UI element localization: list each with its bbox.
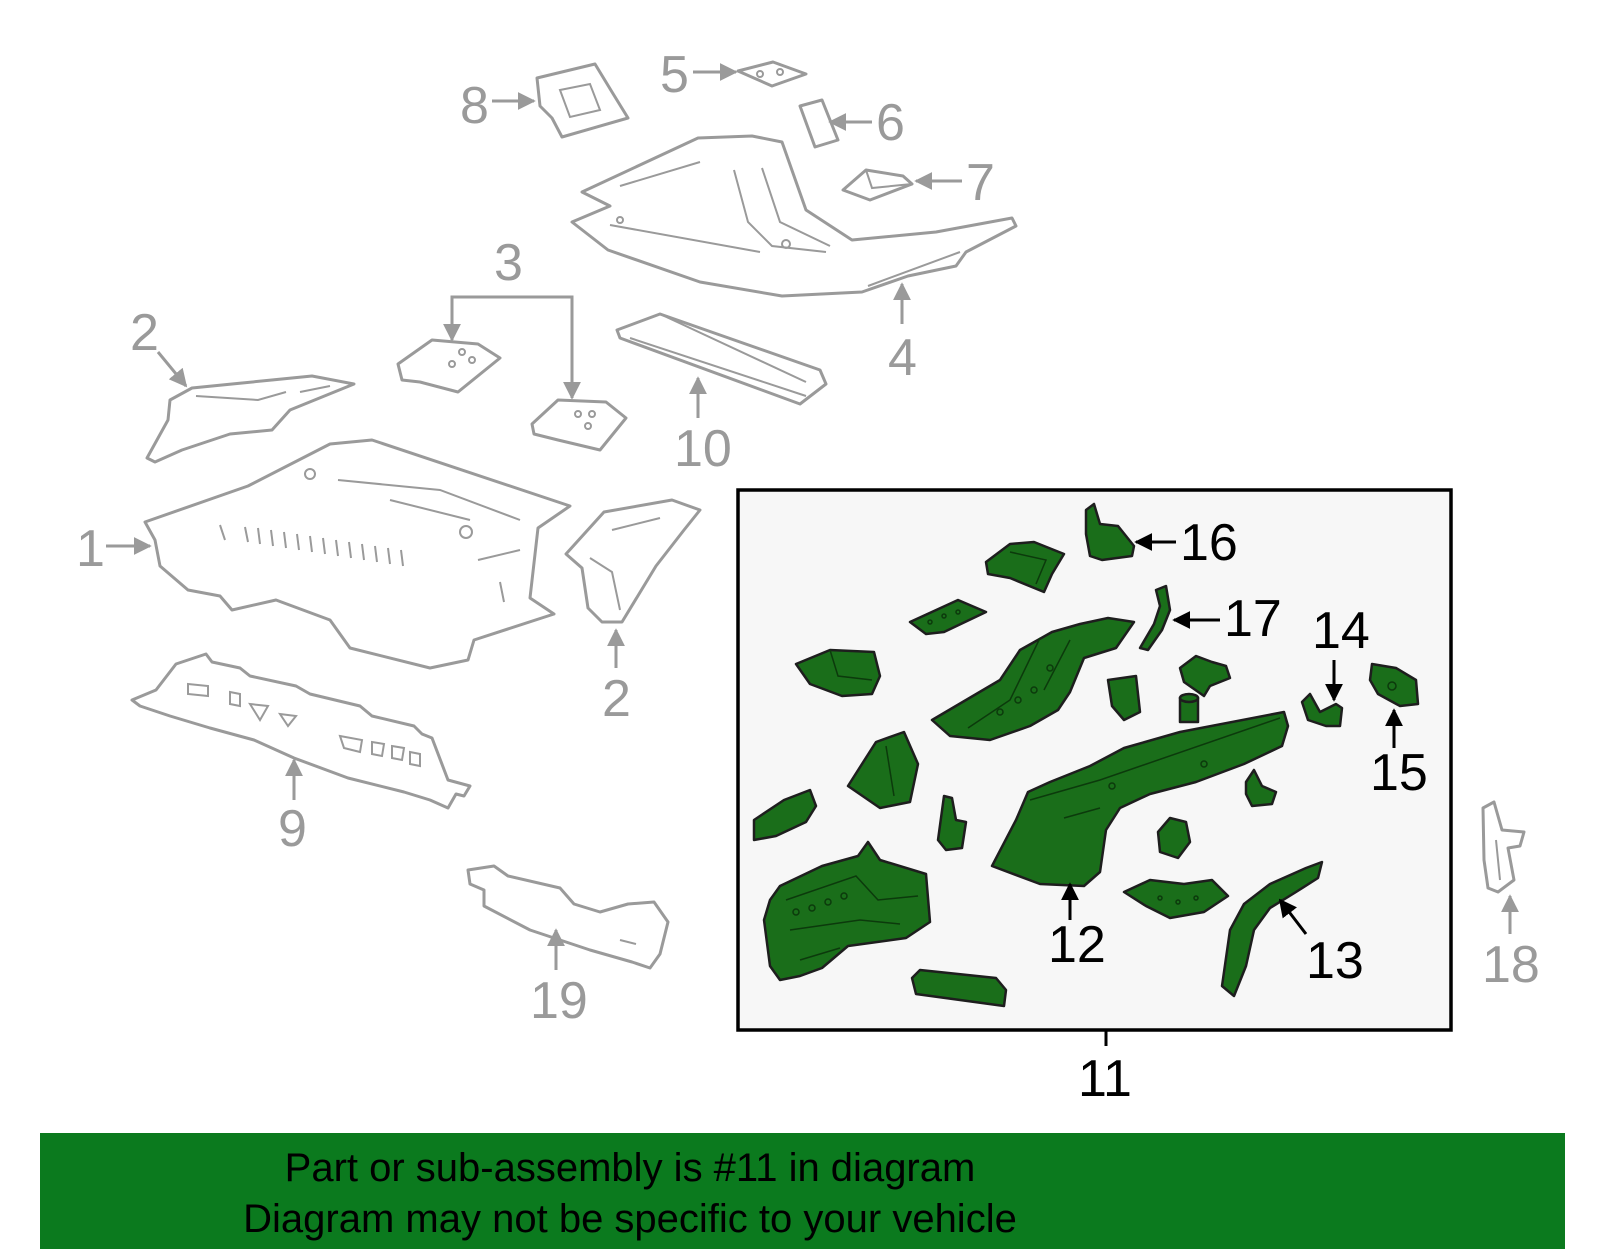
part-3-bracket-left[interactable] bbox=[396, 338, 502, 394]
part-9-rear-end-panel[interactable] bbox=[130, 652, 472, 810]
callout-12: 12 bbox=[1048, 882, 1106, 974]
part-12-rear-rail[interactable] bbox=[990, 710, 1290, 888]
cylinder-spacer[interactable] bbox=[1178, 692, 1200, 724]
callout-8: 8 bbox=[460, 77, 536, 135]
svg-text:12: 12 bbox=[1048, 916, 1106, 974]
svg-text:19: 19 bbox=[530, 972, 588, 1030]
svg-text:1: 1 bbox=[76, 520, 105, 578]
svg-text:4: 4 bbox=[888, 329, 917, 387]
part-3-bracket-right[interactable] bbox=[530, 398, 628, 452]
part-16-bracket[interactable] bbox=[1084, 502, 1136, 562]
plate-upper-left[interactable] bbox=[908, 598, 988, 636]
plate-lower-center[interactable] bbox=[1122, 878, 1230, 920]
callout-5: 5 bbox=[660, 46, 738, 104]
banner-text: Part or sub-assembly is #11 in diagram D… bbox=[40, 1143, 1220, 1245]
info-banner: Part or sub-assembly is #11 in diagram D… bbox=[40, 1133, 1565, 1249]
callout-15: 15 bbox=[1370, 708, 1428, 802]
part-4-rear-floor-pan[interactable] bbox=[570, 134, 1018, 298]
svg-text:15: 15 bbox=[1370, 744, 1428, 802]
part-10-crossmember[interactable] bbox=[615, 312, 828, 406]
part-6-plate[interactable] bbox=[798, 98, 840, 149]
bracket-mid[interactable] bbox=[1156, 816, 1192, 860]
bracket-right-12[interactable] bbox=[1244, 768, 1278, 808]
part-5-pad[interactable] bbox=[736, 60, 808, 88]
block-center[interactable] bbox=[1106, 674, 1142, 722]
part-2-left-panel[interactable] bbox=[145, 374, 356, 464]
assembly-11-components bbox=[752, 502, 1420, 1008]
callout-1: 1 bbox=[76, 520, 152, 578]
svg-text:2: 2 bbox=[130, 304, 159, 362]
banner-line-1: Part or sub-assembly is #11 in diagram bbox=[284, 1146, 976, 1190]
bracket-tower[interactable] bbox=[846, 730, 920, 810]
banner-line-2: Diagram may not be specific to your vehi… bbox=[243, 1197, 1017, 1241]
callout-6: 6 bbox=[828, 94, 905, 152]
part-13-wheelhouse-arch[interactable] bbox=[1220, 860, 1324, 998]
callout-16: 16 bbox=[1134, 514, 1238, 572]
svg-text:16: 16 bbox=[1180, 514, 1238, 572]
svg-text:10: 10 bbox=[674, 420, 732, 478]
svg-text:2: 2 bbox=[602, 670, 631, 728]
bottom-bar[interactable] bbox=[910, 968, 1008, 1008]
svg-text:8: 8 bbox=[460, 77, 489, 135]
callout-19: 19 bbox=[530, 928, 588, 1030]
callout-10: 10 bbox=[674, 376, 732, 478]
part-1-rear-floor-panel[interactable] bbox=[143, 438, 572, 670]
callout-18: 18 bbox=[1482, 894, 1540, 994]
part-14-bracket[interactable] bbox=[1300, 692, 1344, 728]
floor-rail-assembly[interactable] bbox=[930, 616, 1136, 742]
part-18-bracket[interactable] bbox=[1481, 800, 1526, 894]
part-2-right-panel[interactable] bbox=[564, 498, 702, 624]
callout-17: 17 bbox=[1172, 590, 1282, 648]
callout-3: 3 bbox=[443, 234, 581, 400]
bracket-upper-left[interactable] bbox=[984, 540, 1066, 594]
svg-text:11: 11 bbox=[1078, 1050, 1132, 1108]
callout-7: 7 bbox=[914, 154, 995, 212]
part-8-bracket[interactable] bbox=[535, 62, 630, 139]
part-15-plate[interactable] bbox=[1368, 662, 1420, 708]
callout-2-right: 2 bbox=[602, 628, 631, 728]
svg-text:14: 14 bbox=[1312, 602, 1370, 660]
callout-9: 9 bbox=[278, 758, 307, 858]
part-19-reinforcement[interactable] bbox=[466, 864, 670, 970]
bracket-left-mid[interactable] bbox=[794, 648, 882, 698]
part-17-tube[interactable] bbox=[1138, 584, 1172, 652]
bracket-near-17[interactable] bbox=[1178, 654, 1232, 698]
svg-text:6: 6 bbox=[876, 94, 905, 152]
svg-text:5: 5 bbox=[660, 46, 689, 104]
svg-text:13: 13 bbox=[1306, 932, 1364, 990]
rail-small-left[interactable] bbox=[752, 788, 818, 842]
svg-text:17: 17 bbox=[1224, 590, 1282, 648]
svg-text:3: 3 bbox=[494, 234, 523, 292]
callout-14: 14 bbox=[1312, 602, 1370, 702]
callout-11: 11 bbox=[1078, 1030, 1132, 1108]
svg-text:9: 9 bbox=[278, 800, 307, 858]
svg-text:18: 18 bbox=[1482, 936, 1540, 994]
callout-13: 13 bbox=[1278, 898, 1364, 990]
bottom-left-assembly[interactable] bbox=[762, 840, 932, 982]
svg-text:7: 7 bbox=[966, 154, 995, 212]
part-7-bracket[interactable] bbox=[841, 168, 914, 202]
clip-small[interactable] bbox=[936, 794, 968, 852]
callout-4: 4 bbox=[888, 282, 917, 387]
callout-2-left: 2 bbox=[130, 304, 188, 388]
